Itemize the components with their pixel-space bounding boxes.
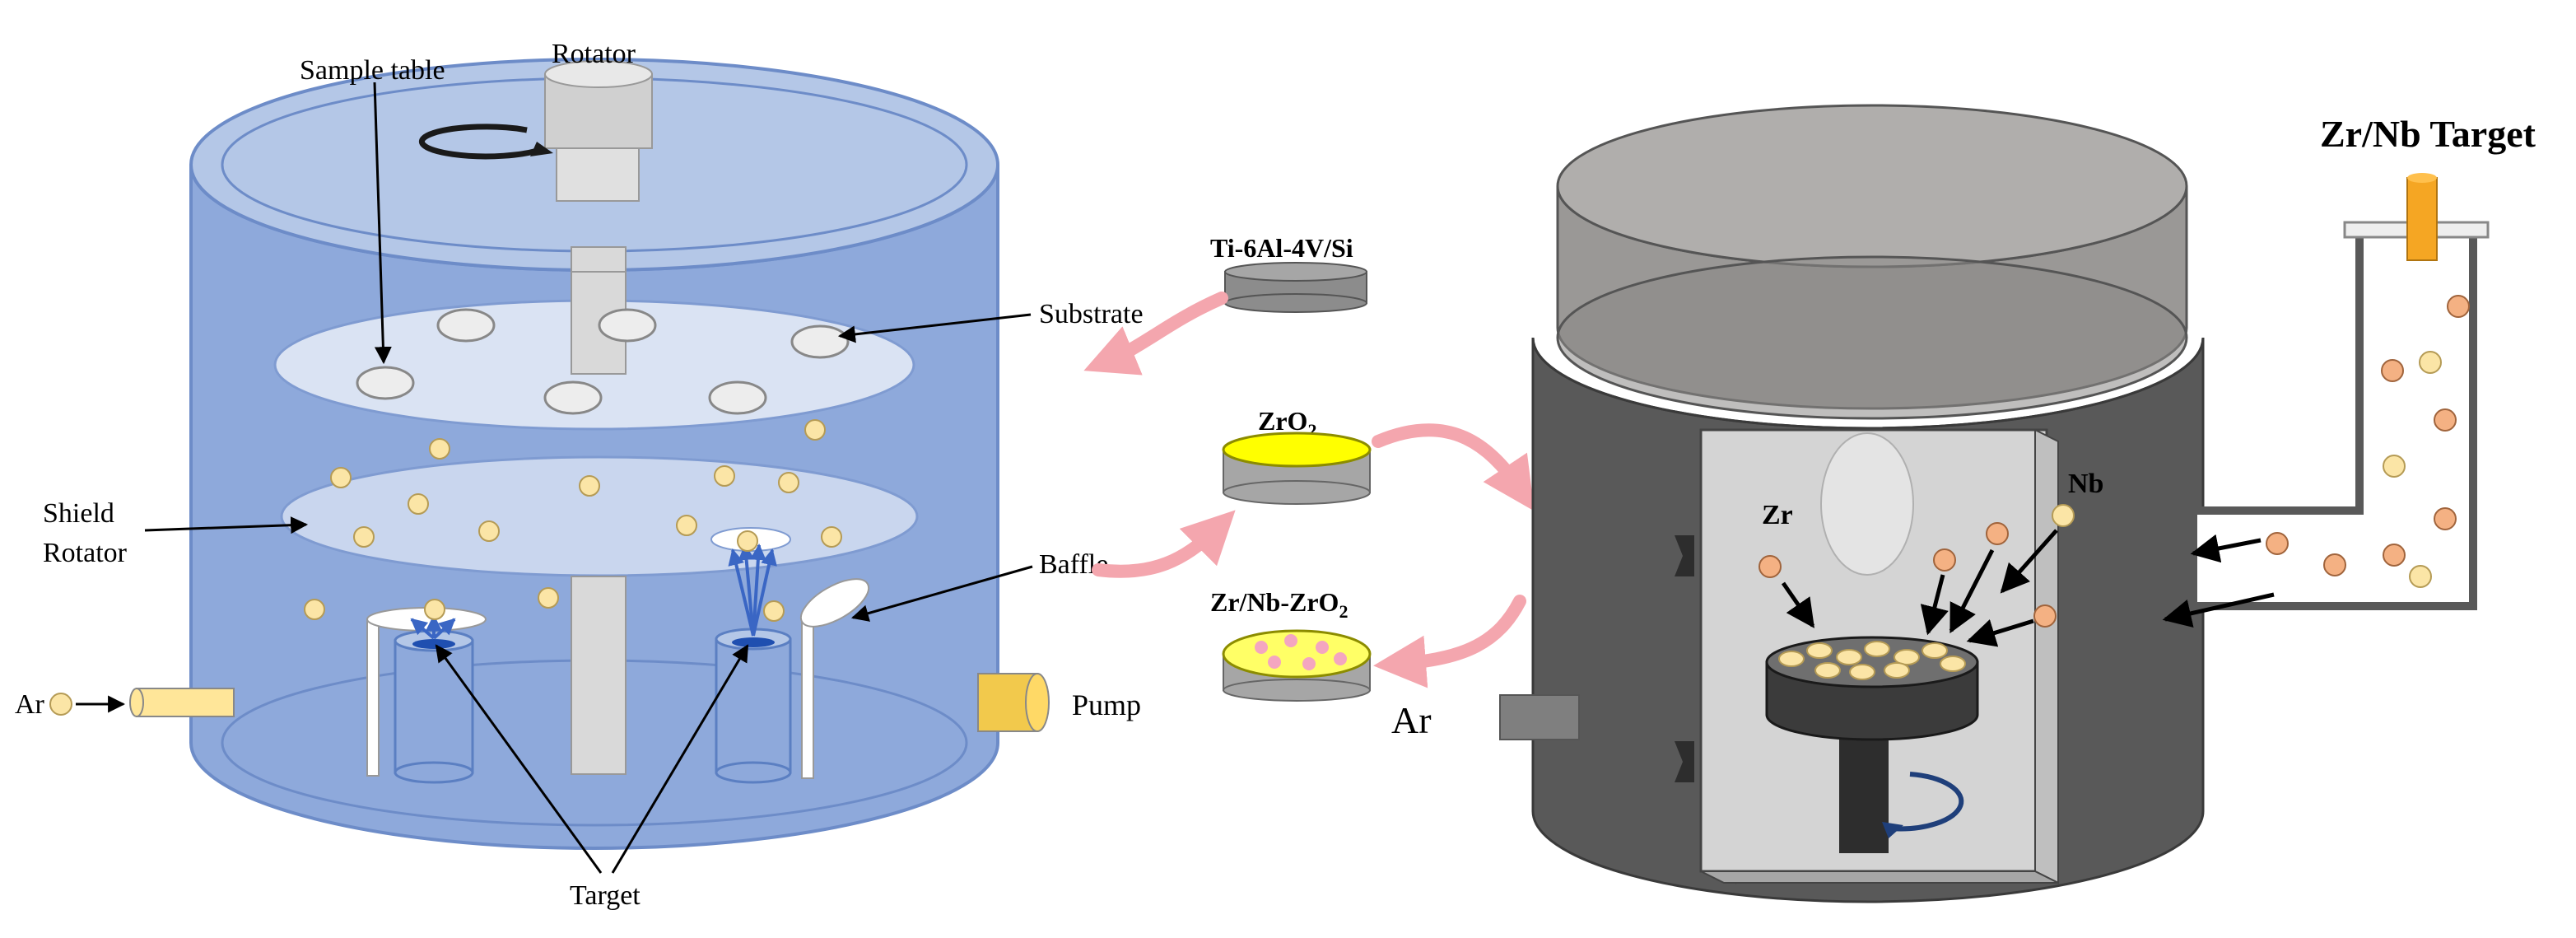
sputtered-particles — [304, 419, 842, 622]
label-ar-middle: Ar — [1391, 699, 1432, 741]
top-rotator-body — [544, 73, 653, 149]
label-shield: Shield — [43, 498, 114, 529]
coated-substrate-icon — [1222, 629, 1372, 702]
upper-cylinder-top — [1556, 104, 2188, 268]
label-target: Target — [570, 880, 641, 911]
top-rotator-cap — [544, 60, 653, 88]
label-coating: Zr/Nb-ZrO2 — [1210, 587, 1348, 622]
ar-inlet-port — [1499, 694, 1580, 740]
label-substrate-material: Ti-6Al-4V/Si — [1210, 233, 1353, 263]
inflow-arrows — [2162, 534, 2275, 628]
label-zr-nb-target: Zr/Nb Target — [2320, 113, 2536, 155]
pointer-lines — [144, 82, 1033, 874]
shield — [280, 455, 919, 577]
label-ar-left: Ar — [15, 689, 45, 720]
ar-particle-icon — [49, 693, 72, 716]
pump-port — [977, 673, 1050, 732]
target-tube-particles — [2266, 295, 2470, 588]
deposition-particles — [1758, 522, 2057, 628]
zro2-target-icon — [1222, 432, 1372, 505]
right-target — [715, 628, 792, 784]
label-zro2: ZrO2 — [1258, 406, 1316, 441]
label-rotator: Rotator — [552, 39, 636, 69]
lower-cylinder-top — [1556, 255, 2188, 420]
nb-particle — [2052, 504, 2075, 527]
substrate-discs — [356, 308, 850, 415]
label-sample-table: Sample table — [300, 55, 445, 86]
label-substrate: Substrate — [1039, 299, 1144, 329]
substrate-holder — [1765, 636, 1979, 853]
deposition-arrows — [1781, 529, 2058, 647]
rotation-icon — [418, 124, 545, 160]
sputter-streams — [410, 544, 777, 640]
ar-inlet-pipe — [136, 688, 235, 717]
target-tube — [2189, 173, 2490, 610]
label-shield-rotator: Rotator — [43, 538, 128, 568]
label-pump: Pump — [1072, 688, 1141, 721]
label-zr: Zr — [1762, 500, 1793, 530]
baffle — [799, 578, 870, 779]
holder-rotation-icon — [1889, 772, 1964, 832]
door-hinges — [1675, 535, 1694, 782]
right-chamber: Zr Nb Zr/Nb Target — [1499, 104, 2536, 903]
pink-flow-arrows — [1083, 292, 1535, 688]
lower-shaft — [571, 576, 627, 775]
label-nb: Nb — [2068, 469, 2103, 499]
left-chamber: Rotator Sample table Substrate Shield Ro… — [15, 39, 1144, 911]
process-flow: Ti-6Al-4V/Si ZrO2 Zr/Nb-ZrO2 Ar — [1083, 233, 1535, 741]
substrate-disc-icon — [1224, 262, 1367, 313]
